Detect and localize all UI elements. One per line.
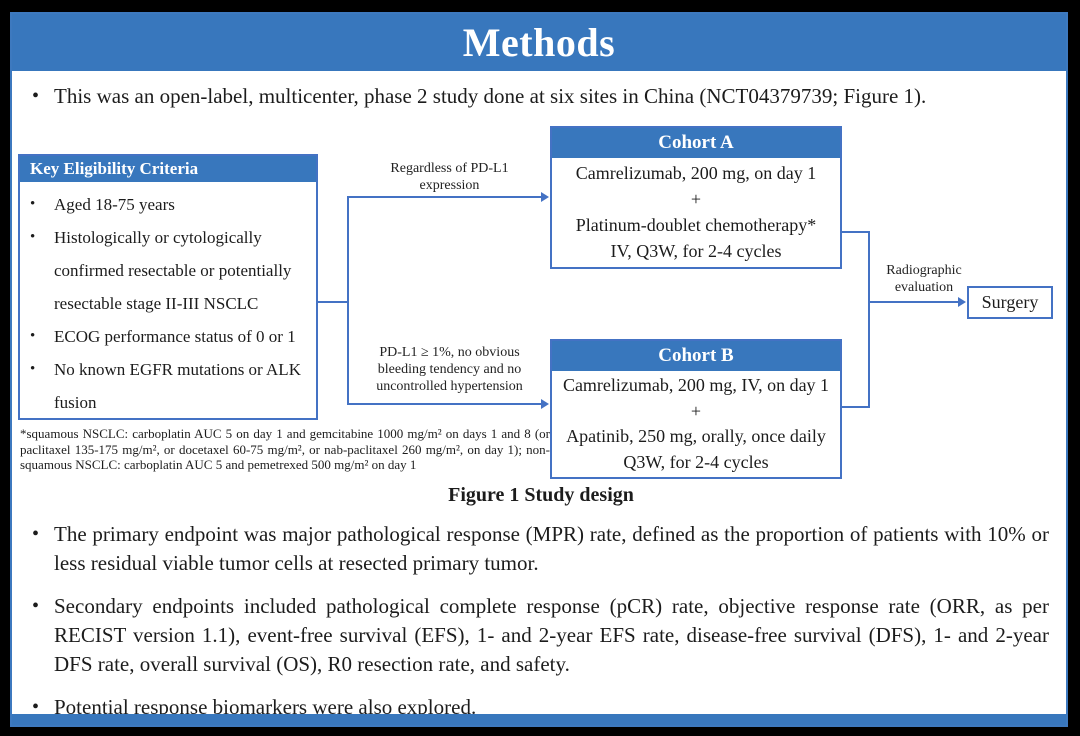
cohort-b-body: Camrelizumab, 200 mg, IV, on day 1 + Apa… bbox=[552, 371, 840, 477]
cohort-a-header: Cohort A bbox=[552, 128, 840, 158]
connector-line bbox=[840, 406, 870, 408]
bullet-marker: • bbox=[30, 361, 36, 377]
arrow-to-surgery bbox=[868, 301, 959, 303]
surgery-label: Surgery bbox=[981, 292, 1039, 312]
connector-line bbox=[347, 196, 349, 405]
cohort-a-line: + bbox=[690, 189, 702, 209]
cohort-b-box: Cohort B Camrelizumab, 200 mg, IV, on da… bbox=[550, 339, 842, 479]
cohort-b-line: Q3W, for 2-4 cycles bbox=[623, 451, 769, 472]
cohort-b-line: + bbox=[690, 400, 702, 421]
arrowhead-icon bbox=[541, 192, 549, 202]
cohort-a-box: Cohort A Camrelizumab, 200 mg, on day 1 … bbox=[550, 126, 842, 269]
bottom-accent-bar bbox=[12, 714, 1066, 725]
primary-endpoint-bullet: • The primary endpoint was major patholo… bbox=[24, 520, 1049, 578]
connector-line bbox=[318, 301, 347, 303]
endpoint-bullets: • The primary endpoint was major patholo… bbox=[24, 520, 1049, 736]
eligibility-item: •No known EGFR mutations or ALK fusion bbox=[28, 353, 310, 419]
title-bar: Methods bbox=[12, 14, 1066, 71]
eligibility-item: •ECOG performance status of 0 or 1 bbox=[28, 320, 310, 353]
connector-line bbox=[840, 231, 870, 233]
figure-caption: Figure 1 Study design bbox=[448, 484, 634, 506]
bullet-marker: • bbox=[32, 595, 40, 617]
intro-bullet-text: This was an open-label, multicenter, pha… bbox=[54, 84, 927, 108]
cohort-a-line: Platinum-doublet chemotherapy* bbox=[575, 215, 817, 235]
arrowhead-icon bbox=[541, 399, 549, 409]
page-title: Methods bbox=[462, 20, 616, 65]
arrow-to-cohort-a bbox=[347, 196, 542, 198]
intro-bullet: • This was an open-label, multicenter, p… bbox=[24, 82, 1044, 111]
eligibility-item: •Aged 18-75 years bbox=[28, 188, 310, 221]
arrow-label-cohort-b: PD-L1 ≥ 1%, no obvious bleeding tendency… bbox=[376, 345, 523, 394]
bullet-marker: • bbox=[30, 229, 36, 245]
bullet-marker: • bbox=[30, 328, 36, 344]
arrowhead-icon bbox=[958, 297, 966, 307]
eligibility-list: •Aged 18-75 years •Histologically or cyt… bbox=[20, 188, 316, 419]
eligibility-header: Key Eligibility Criteria bbox=[20, 156, 316, 182]
bullet-marker: • bbox=[32, 85, 40, 107]
chemotherapy-footnote: *squamous NSCLC: carboplatin AUC 5 on da… bbox=[20, 426, 550, 472]
connector-line bbox=[868, 231, 870, 408]
arrow-label-surgery: Radiographic evaluation bbox=[886, 263, 962, 295]
bullet-marker: • bbox=[30, 196, 36, 212]
secondary-endpoint-bullet: • Secondary endpoints included pathologi… bbox=[24, 592, 1049, 679]
study-design-figure: Key Eligibility Criteria •Aged 18-75 yea… bbox=[12, 14, 1070, 729]
cohort-b-line: Apatinib, 250 mg, orally, once daily bbox=[566, 426, 826, 447]
eligibility-item: •Histologically or cytologically confirm… bbox=[28, 221, 310, 320]
cohort-a-line: Camrelizumab, 200 mg, on day 1 bbox=[575, 163, 817, 183]
methods-slide: Methods • This was an open-label, multic… bbox=[10, 12, 1068, 727]
arrow-to-cohort-b bbox=[347, 403, 542, 405]
cohort-a-body: Camrelizumab, 200 mg, on day 1 + Platinu… bbox=[552, 158, 840, 267]
eligibility-box: Key Eligibility Criteria •Aged 18-75 yea… bbox=[18, 154, 318, 420]
surgery-box: Surgery bbox=[967, 286, 1053, 319]
bullet-marker: • bbox=[32, 523, 40, 545]
cohort-b-line: Camrelizumab, 200 mg, IV, on day 1 bbox=[562, 375, 830, 396]
cohort-b-header: Cohort B bbox=[552, 341, 840, 371]
bullet-marker: • bbox=[32, 696, 40, 718]
arrow-label-cohort-a: Regardless of PD-L1 expression bbox=[390, 161, 509, 193]
cohort-a-line: IV, Q3W, for 2-4 cycles bbox=[610, 241, 782, 261]
